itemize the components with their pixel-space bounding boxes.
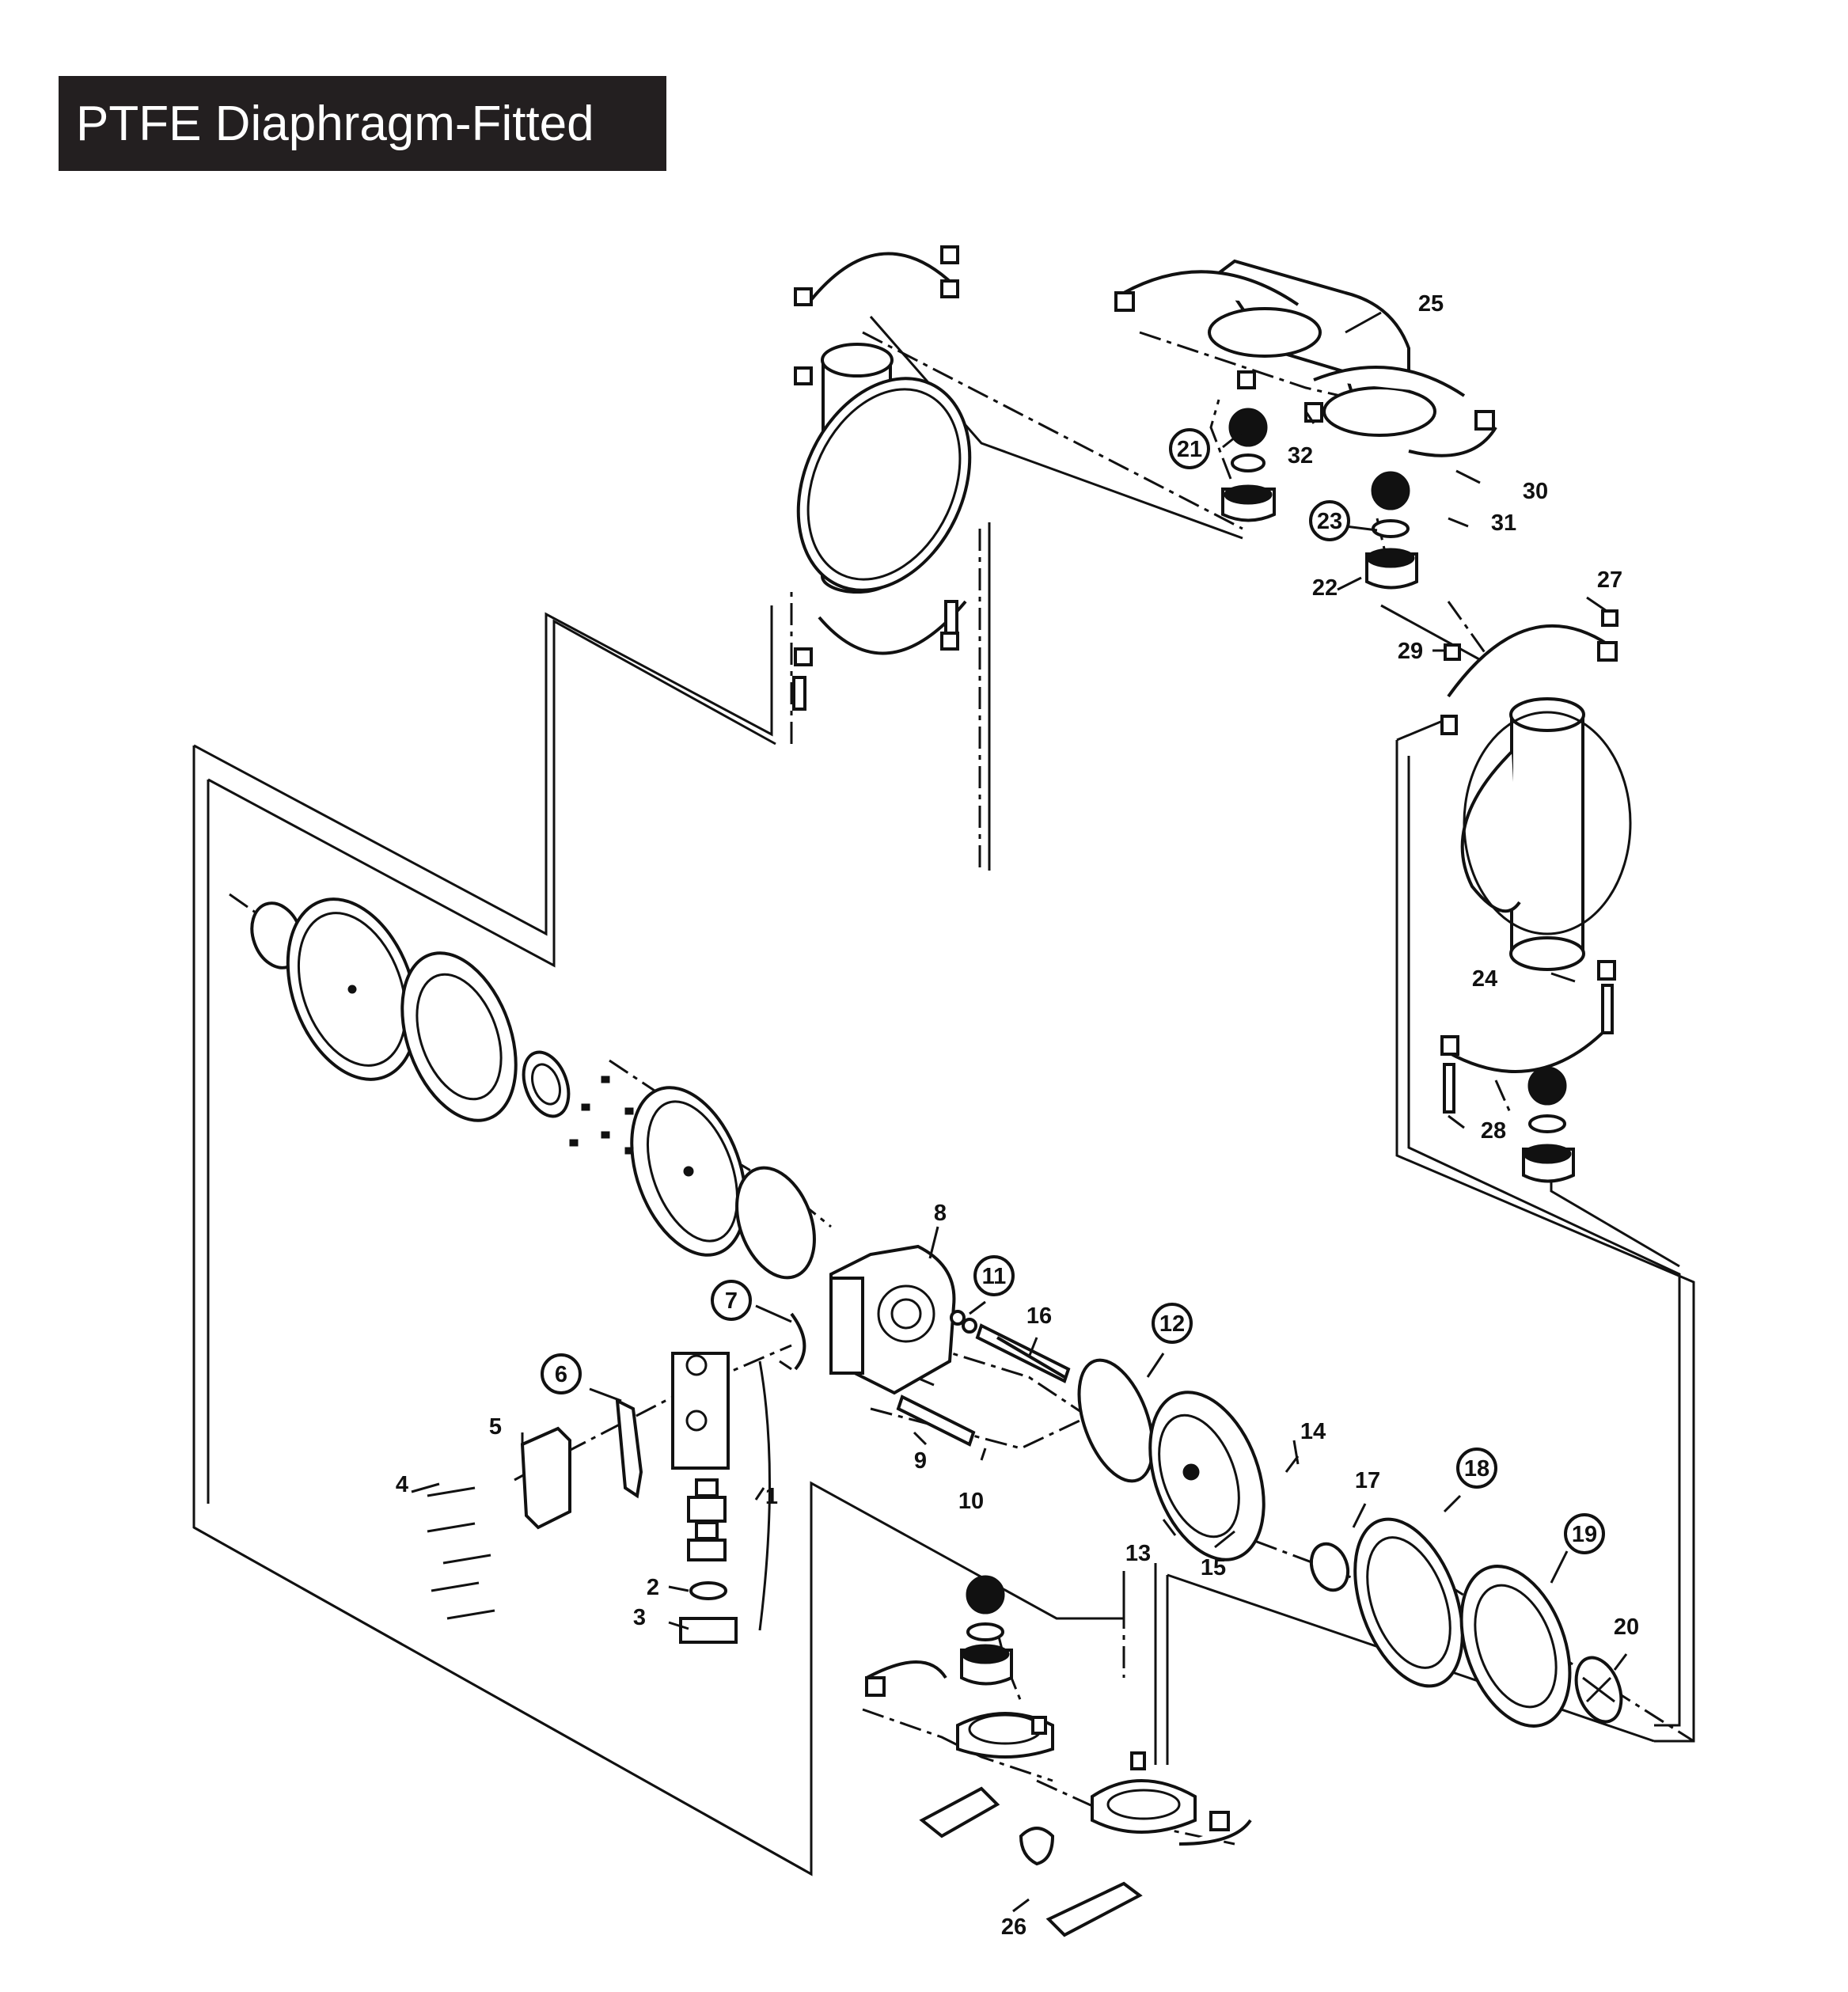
center-section (829, 1244, 1071, 1395)
inlet-manifold (865, 1575, 1252, 1937)
callout-20: 20 (1614, 1614, 1639, 1640)
callout-leaders (411, 311, 1628, 1913)
callout-31: 31 (1491, 510, 1516, 536)
callout-1: 1 (765, 1484, 778, 1509)
callout-13: 13 (1125, 1541, 1151, 1566)
callout-32: 32 (1288, 443, 1313, 469)
discharge-manifold (1114, 259, 1497, 457)
callout-28: 28 (1481, 1118, 1506, 1144)
callout-labels: 1 2 3 4 5 6 7 8 9 10 11 12 13 14 15 16 1… (396, 291, 1639, 1940)
callout-2: 2 (647, 1575, 659, 1600)
callout-21: 21 (1177, 437, 1202, 462)
callout-18: 18 (1464, 1456, 1489, 1482)
page-title: PTFE Diaphragm-Fitted (76, 96, 594, 151)
callout-9: 9 (914, 1448, 927, 1474)
pilot-spool (896, 1394, 976, 1447)
left-water-chamber (792, 245, 972, 711)
callout-11: 11 (982, 1264, 1007, 1289)
right-diaphragm-stack (1077, 1358, 1623, 1728)
title-bar: PTFE Diaphragm-Fitted (59, 76, 666, 171)
callout-7: 7 (725, 1288, 738, 1314)
left-diaphragm-stack (250, 897, 816, 1280)
upper-check-valves (1221, 408, 1418, 590)
callout-10: 10 (958, 1489, 984, 1514)
callout-5: 5 (489, 1414, 502, 1440)
callout-14: 14 (1300, 1419, 1326, 1444)
callout-19: 19 (1572, 1522, 1597, 1547)
callout-16: 16 (1026, 1303, 1052, 1329)
callout-3: 3 (633, 1605, 646, 1630)
callout-26: 26 (1001, 1914, 1026, 1940)
callout-29: 29 (1398, 639, 1423, 664)
callout-24: 24 (1472, 966, 1497, 992)
callout-23: 23 (1317, 509, 1342, 534)
callout-8: 8 (934, 1201, 947, 1226)
callout-22: 22 (1312, 575, 1338, 601)
callout-30: 30 (1523, 479, 1548, 504)
air-valve-assembly (427, 1312, 806, 1644)
callout-circles (541, 428, 1605, 1554)
callout-15: 15 (1201, 1555, 1226, 1580)
callout-27: 27 (1597, 567, 1622, 593)
callout-25: 25 (1418, 291, 1444, 317)
callout-4: 4 (396, 1472, 408, 1497)
callout-17: 17 (1355, 1468, 1380, 1493)
callout-6: 6 (555, 1362, 567, 1387)
right-water-chamber (1440, 609, 1632, 1183)
callout-12: 12 (1159, 1311, 1185, 1337)
